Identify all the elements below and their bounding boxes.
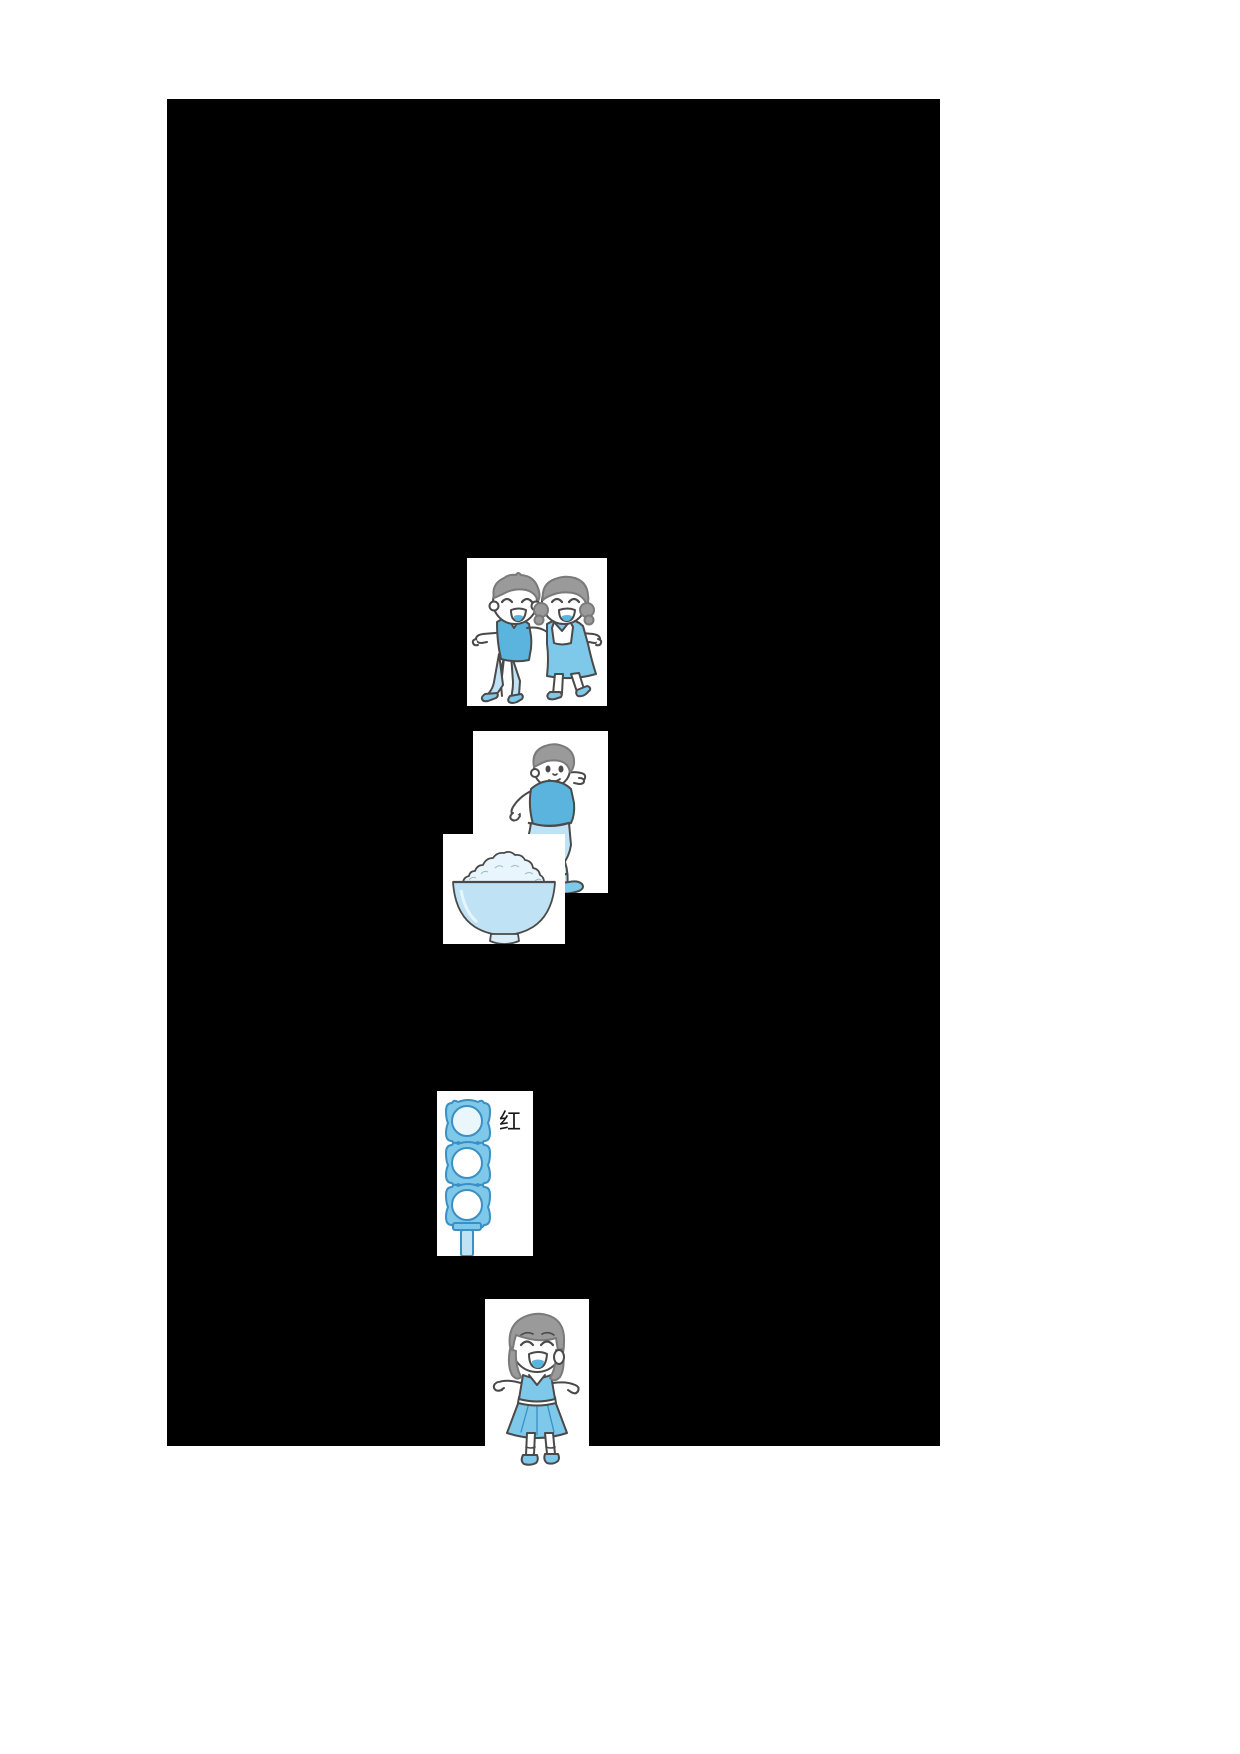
dancing-girl-illustration — [485, 1299, 589, 1469]
traffic-light-illustration: 红 红 — [437, 1091, 533, 1256]
traffic-light-red-label: 红 — [499, 1110, 521, 1135]
content-block: 红 红 — [167, 99, 940, 1469]
rice-bowl-illustration — [443, 834, 565, 944]
soccer-boy-illustration — [473, 731, 608, 893]
two-children-illustration — [467, 558, 607, 706]
